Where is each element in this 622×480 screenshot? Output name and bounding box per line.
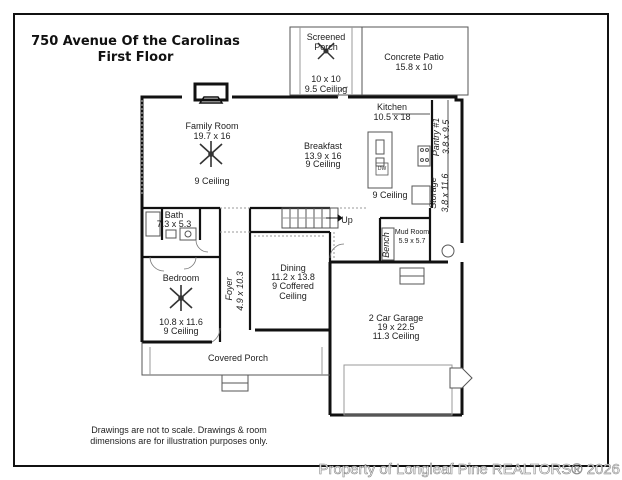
bath-fixtures [145, 211, 197, 241]
door-swings [149, 86, 349, 343]
label-bedroom-ceiling: 9 Ceiling [163, 326, 199, 336]
label-foyer: Foyer [224, 277, 234, 301]
exterior-walls [140, 95, 464, 415]
family-room-fan-icon [199, 141, 223, 167]
label-dining-ceiling: 9 Coffered Ceiling [272, 281, 314, 301]
mudroom-fixtures [381, 227, 425, 285]
disclaimer-text: Drawings are not to scale. Drawings & ro… [90, 425, 268, 446]
label-family-room-size: 19.7 x 16 [193, 131, 231, 141]
label-garage: 2 Car Garage [368, 313, 424, 323]
plan-title: 750 Avenue Of the Carolinas First Floor [18, 34, 253, 66]
label-mud-room-size: 5.9 x 5.7 [398, 238, 426, 245]
label-bedroom-size: 10.8 x 11.6 [159, 317, 203, 327]
label-screened-porch-size: 10 x 10 [311, 74, 341, 84]
label-screened-porch-ceiling: 9.5 Ceiling [304, 84, 348, 94]
label-dining-size: 11.2 x 13.8 [271, 272, 315, 282]
label-mud-room: Mud Room [394, 229, 430, 236]
label-dining: Dining [280, 263, 306, 273]
label-bench: Bench [381, 232, 391, 258]
label-kitchen-ceiling: 9 Ceiling [372, 190, 408, 200]
garage-walls [328, 244, 473, 417]
dashed-openings [141, 100, 366, 258]
label-breakfast: Breakfast [303, 141, 343, 151]
label-family-room-ceiling: 9 Ceiling [194, 176, 230, 186]
label-kitchen-size: 10.5 x 18 [373, 112, 411, 122]
stairs-arrow-icon [326, 214, 343, 222]
label-garage-size: 19 x 22.5 [377, 322, 415, 332]
outer-frame [13, 13, 609, 467]
label-stairs-up: Up [341, 215, 353, 225]
label-bedroom: Bedroom [162, 273, 200, 283]
fireplace [193, 82, 229, 104]
bedroom-fan-icon [169, 285, 193, 311]
rear-porch-outline [289, 26, 469, 96]
label-bath-size: 7.3 x 5.3 [156, 219, 192, 229]
watermark: Property of Longleaf Pine REALTORS® 2026 [318, 461, 620, 479]
label-family-room: Family Room [185, 121, 239, 131]
label-garage-ceiling: 11.3 Ceiling [372, 331, 420, 341]
label-screened-porch: Screened Porch [306, 32, 346, 52]
plan-title-floor: First Floor [97, 50, 174, 65]
label-concrete-patio: Concrete Patio [384, 52, 444, 62]
dishwasher-box [375, 162, 389, 176]
label-breakfast-ceiling: 9 Ceiling [305, 159, 341, 169]
label-storage-size: 3.8 x 11.6 [440, 173, 450, 213]
label-storage: Storage [428, 177, 438, 209]
label-foyer-size: 4.9 x 10.3 [235, 271, 245, 311]
interior-walls [142, 100, 434, 342]
porch-fan-icon [317, 42, 335, 60]
plan-title-address: 750 Avenue Of the Carolinas [31, 34, 240, 49]
label-breakfast-size: 13.9 x 16 [304, 151, 342, 161]
kitchen-fixtures [367, 100, 449, 208]
label-covered-porch: Covered Porch [207, 353, 269, 363]
front-covered-porch [141, 342, 330, 392]
label-pantry-size: 3.8 x 9.5 [441, 119, 451, 155]
label-bath: Bath [164, 210, 184, 220]
label-dishwasher: DW [377, 166, 387, 172]
label-concrete-patio-size: 15.8 x 10 [395, 62, 433, 72]
label-pantry: Pantry #1 [431, 117, 441, 157]
label-kitchen: Kitchen [376, 102, 408, 112]
